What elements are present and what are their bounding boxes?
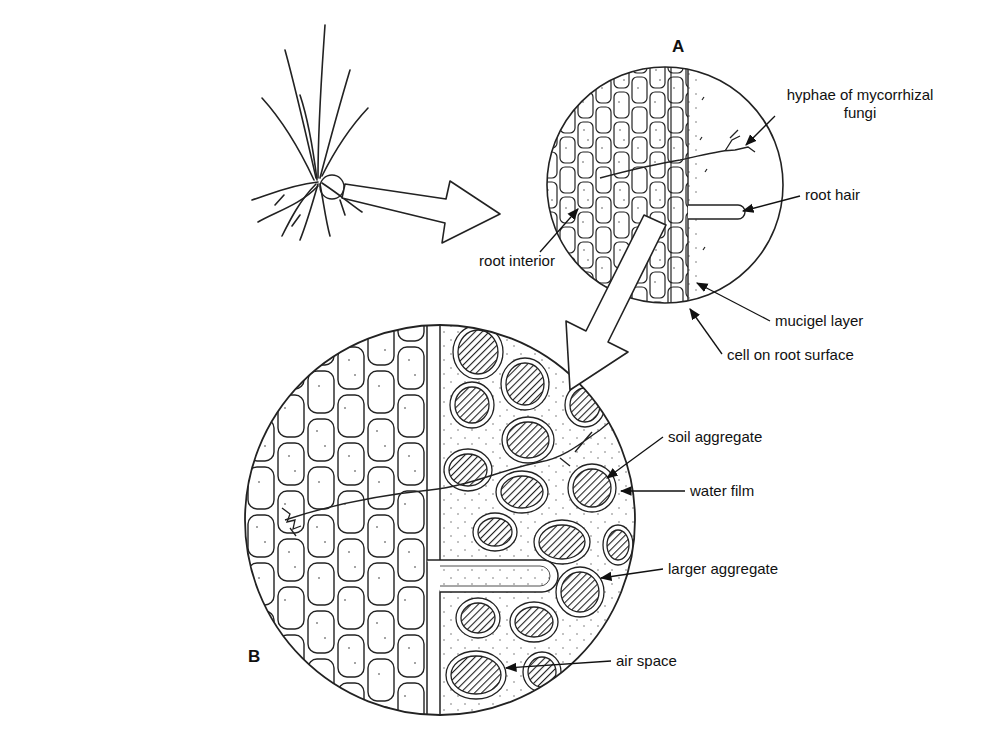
panel-letter: B [248, 648, 260, 666]
part-label: hyphae of mycorrhizal fungi [770, 86, 950, 122]
part-label: larger aggregate [668, 560, 778, 578]
part-label: mucigel layer [775, 312, 863, 330]
part-label: root interior [478, 252, 556, 270]
part-label: cell on root surface [727, 346, 854, 364]
part-label: soil aggregate [668, 428, 762, 446]
panel-letter: A [672, 38, 684, 56]
part-label: root hair [805, 186, 860, 204]
part-label: water film [690, 482, 754, 500]
part-label: air space [616, 652, 677, 670]
